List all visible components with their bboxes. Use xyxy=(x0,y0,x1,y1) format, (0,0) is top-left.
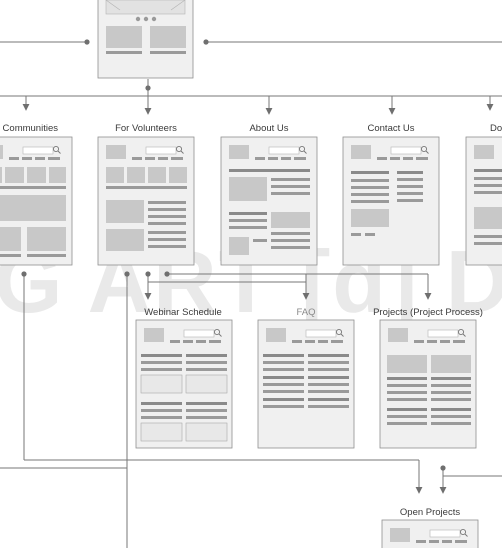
connectors xyxy=(0,41,502,548)
open-projects-page-card[interactable] xyxy=(381,519,479,548)
label-projects: Projects (Project Process) xyxy=(373,307,483,318)
projects-page-card[interactable] xyxy=(379,319,477,449)
label-open-projects: Open Projects xyxy=(400,507,460,518)
label-contact-us: Contact Us xyxy=(368,123,415,134)
about-us-page-card[interactable] xyxy=(220,136,318,266)
donate-page-card[interactable] xyxy=(465,136,502,266)
label-faq: FAQ xyxy=(296,307,315,318)
connector-dots xyxy=(21,39,446,471)
home-page-card[interactable] xyxy=(97,0,194,79)
webinar-schedule-page-card[interactable] xyxy=(135,319,233,449)
volunteers-page-card[interactable] xyxy=(97,136,195,266)
label-for-volunteers: For Volunteers xyxy=(115,123,177,134)
communities-page-card[interactable] xyxy=(0,136,73,266)
contact-us-page-card[interactable] xyxy=(342,136,440,266)
label-about-us: About Us xyxy=(249,123,288,134)
label-for-communities: r Communities xyxy=(0,123,58,134)
label-donate: Do xyxy=(490,123,502,134)
label-webinar-schedule: Webinar Schedule xyxy=(144,307,221,318)
faq-page-card[interactable] xyxy=(257,319,355,449)
